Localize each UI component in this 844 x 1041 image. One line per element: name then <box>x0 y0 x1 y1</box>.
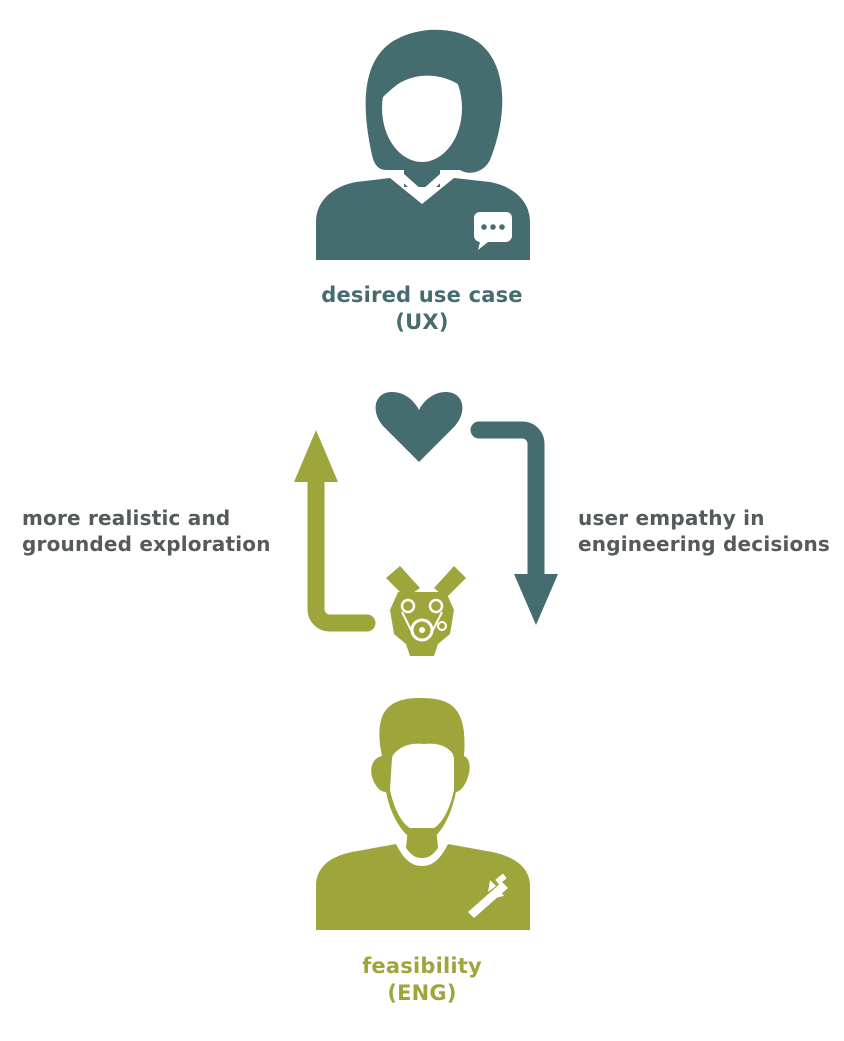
right-caption-line1: user empathy in <box>578 506 765 530</box>
engine-icon <box>386 566 466 656</box>
ux-label: desired use case (UX) <box>222 282 622 337</box>
woman-neckline <box>396 174 448 200</box>
left-caption: more realistic and grounded exploration <box>22 505 322 557</box>
ux-label-line1: desired use case <box>321 283 523 307</box>
woman-hair-fringe <box>380 51 469 100</box>
caliper-icon <box>468 873 508 918</box>
left-caption-line2: grounded exploration <box>22 532 271 556</box>
eng-label: feasibility (ENG) <box>222 953 622 1008</box>
right-caption-line2: engineering decisions <box>578 532 831 556</box>
eng-label-line2: (ENG) <box>387 981 457 1006</box>
ux-label-line2: (UX) <box>395 310 449 335</box>
down-arrow <box>470 421 558 625</box>
up-arrow <box>294 430 376 632</box>
heart-icon <box>375 392 463 462</box>
speech-bubble-icon <box>474 212 512 250</box>
eng-label-line1: feasibility <box>362 954 482 978</box>
right-caption: user empathy in engineering decisions <box>578 505 844 557</box>
left-caption-line1: more realistic and <box>22 506 231 530</box>
